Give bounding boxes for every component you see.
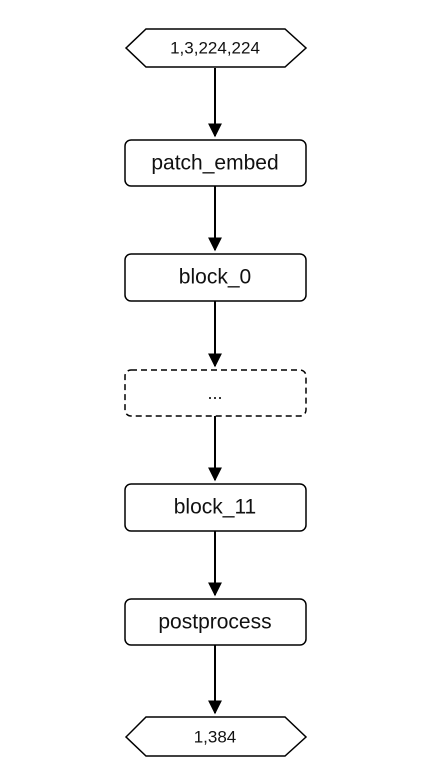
block-0-node: block_0: [124, 253, 307, 302]
ellipsis-label: ...: [207, 383, 222, 403]
output-shape-label: 1,384: [194, 728, 237, 747]
patch-embed-label: patch_embed: [151, 152, 278, 175]
ellipsis-node: ...: [124, 369, 307, 417]
input-shape-node: 1,3,224,224: [124, 28, 308, 68]
block-11-node: block_11: [124, 483, 307, 532]
postprocess-label: postprocess: [158, 611, 271, 634]
block-0-label: block_0: [179, 266, 251, 289]
input-shape-label: 1,3,224,224: [170, 39, 260, 58]
patch-embed-node: patch_embed: [124, 139, 307, 187]
output-shape-node: 1,384: [124, 716, 308, 757]
postprocess-node: postprocess: [124, 598, 307, 646]
block-11-label: block_11: [174, 496, 257, 519]
